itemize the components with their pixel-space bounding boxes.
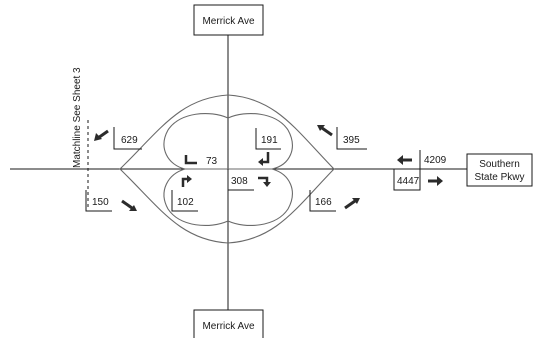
volume-inner-ne: 191 (261, 135, 278, 146)
arrow-northeast-icon (344, 198, 360, 210)
volume-box-inner-ne (255, 128, 281, 150)
east-street-label-line2: State Pkwy (474, 172, 524, 183)
turn-right-down-icon (258, 176, 271, 187)
arrow-east-icon (428, 176, 443, 186)
volume-box-inner-center (227, 169, 254, 191)
volume-inner-sw: 102 (177, 197, 194, 208)
matchline-label: Matchline See Sheet 3 (72, 67, 83, 168)
volume-east-out: 4447 (397, 176, 420, 187)
turn-down-icon (258, 152, 270, 166)
loop-se (227, 168, 293, 226)
east-street-box (466, 153, 533, 187)
arrow-southwest-icon (94, 129, 109, 141)
loop-nw (163, 113, 229, 170)
volume-east-in: 4209 (424, 155, 447, 166)
volume-ne-ramp: 395 (343, 135, 360, 146)
loop-ne (227, 113, 293, 170)
volume-nw-ramp: 629 (121, 135, 138, 146)
volume-box-se (309, 190, 336, 212)
arrow-west-icon (397, 155, 412, 165)
arrow-northwest-icon (317, 125, 333, 137)
north-street-label: Merrick Ave (202, 16, 254, 27)
volume-box-inner-sw (171, 190, 198, 212)
arrow-southeast-icon (121, 199, 137, 211)
volume-box-sw (85, 190, 112, 212)
volume-inner-west: 73 (206, 156, 218, 167)
volume-box-nw (113, 127, 142, 150)
south-street-box (193, 309, 264, 338)
volume-sw-ramp: 150 (92, 197, 109, 208)
ramp-outer-loop (119, 94, 335, 244)
loop-sw (163, 168, 229, 226)
north-street-box (193, 4, 264, 36)
volume-inner-center: 308 (231, 176, 248, 187)
turn-up-right-icon (181, 175, 192, 187)
turn-left-icon (184, 155, 197, 165)
volume-box-ne (336, 127, 367, 150)
volume-se-ramp: 166 (315, 197, 332, 208)
volume-box-east-out (393, 169, 421, 191)
east-street-label-line1: Southern (479, 159, 520, 170)
south-street-label: Merrick Ave (202, 321, 254, 332)
